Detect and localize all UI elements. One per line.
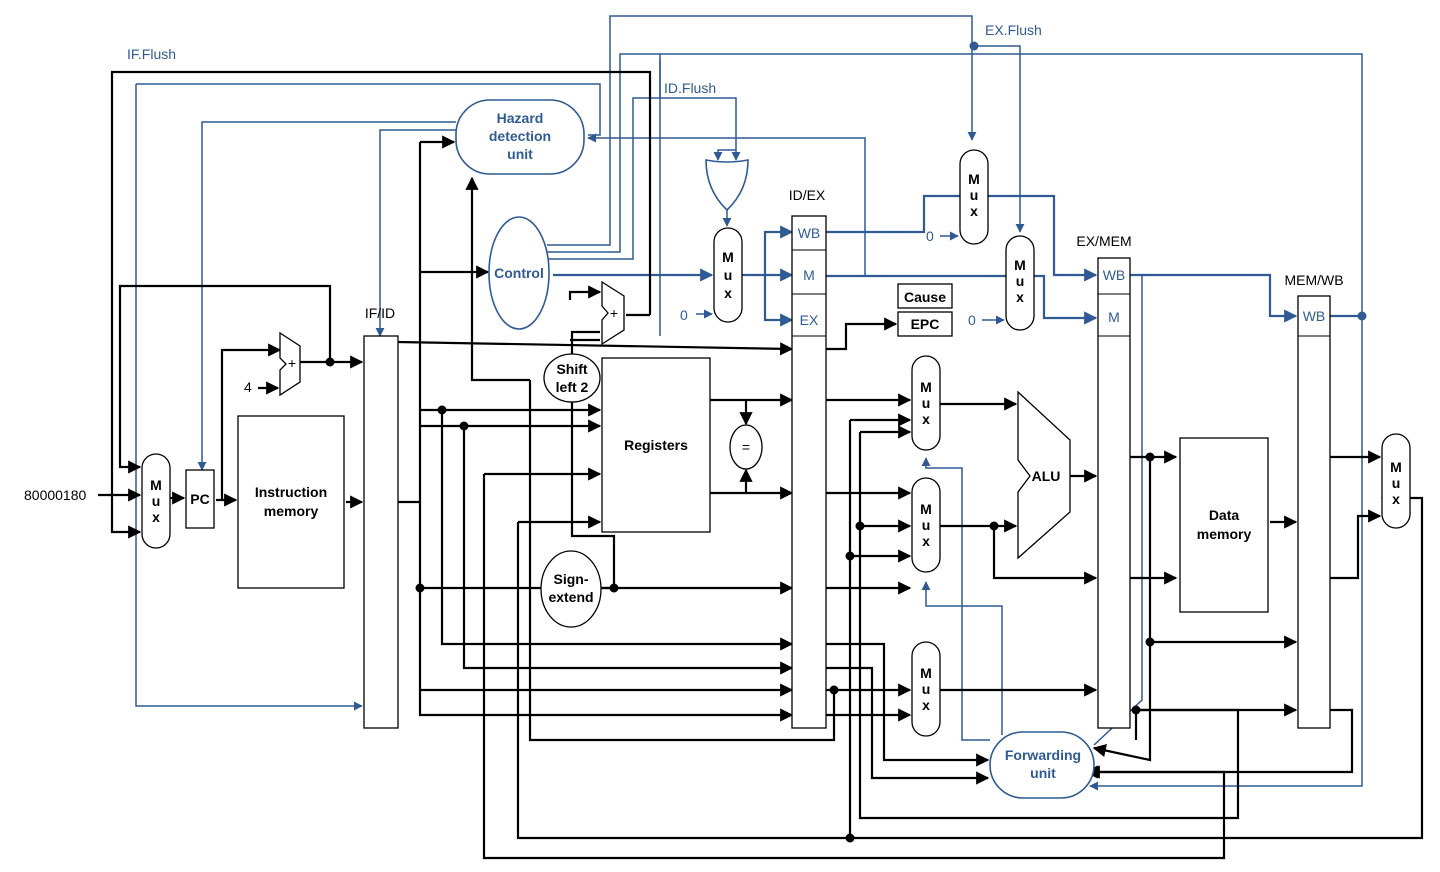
alu-mux-a: M u x — [911, 355, 941, 451]
svg-text:WB: WB — [798, 225, 821, 241]
svg-text:memory: memory — [264, 503, 319, 519]
regdst-mux: M u x — [911, 641, 941, 737]
svg-text:Shift: Shift — [556, 361, 587, 377]
zero-label-id: 0 — [680, 307, 688, 323]
svg-text:Hazard: Hazard — [497, 110, 544, 126]
svg-text:x: x — [922, 411, 930, 427]
svg-text:u: u — [970, 187, 979, 203]
svg-text:M: M — [722, 249, 734, 265]
register-file: Registers — [601, 357, 711, 533]
svg-text:x: x — [922, 533, 930, 549]
svg-text:Registers: Registers — [624, 437, 688, 453]
instruction-memory: Instruction memory — [237, 415, 345, 589]
alu: ALU — [1017, 390, 1071, 560]
svg-text:EX/MEM: EX/MEM — [1076, 233, 1131, 249]
svg-text:extend: extend — [548, 589, 593, 605]
shift-left-2: Shift left 2 — [543, 353, 601, 403]
pc-register: PC — [185, 469, 215, 529]
exception-address-label: 80000180 — [24, 487, 87, 503]
svg-text:x: x — [1392, 491, 1400, 507]
epc-register: EPC — [897, 311, 953, 337]
svg-text:Control: Control — [494, 265, 544, 281]
svg-text:MEM/WB: MEM/WB — [1284, 272, 1343, 288]
svg-text:x: x — [152, 509, 160, 525]
zero-label-mem: 0 — [968, 312, 976, 328]
svg-text:unit: unit — [1030, 765, 1056, 781]
svg-text:Data: Data — [1209, 507, 1240, 523]
svg-text:+: + — [610, 305, 618, 321]
data-memory: Data memory — [1179, 437, 1269, 613]
ex-mem-register: EX/MEM WB M — [1076, 233, 1132, 729]
svg-text:x: x — [1016, 289, 1024, 305]
four-label: 4 — [244, 379, 252, 395]
svg-text:left 2: left 2 — [556, 379, 589, 395]
svg-text:u: u — [152, 493, 161, 509]
svg-text:u: u — [922, 517, 931, 533]
or-gate-icon — [705, 159, 749, 212]
svg-text:M: M — [1108, 309, 1120, 325]
svg-text:=: = — [742, 439, 750, 455]
pc-mux: M u x — [141, 453, 171, 549]
ex-flush-label: EX.Flush — [985, 22, 1042, 38]
equal-comparator: = — [729, 424, 763, 470]
svg-text:u: u — [922, 395, 931, 411]
svg-text:u: u — [922, 681, 931, 697]
svg-text:Forwarding: Forwarding — [1005, 747, 1081, 763]
junction-dots — [325, 41, 1367, 843]
control-unit: Control — [488, 216, 550, 330]
svg-text:WB: WB — [1303, 308, 1326, 324]
svg-text:M: M — [1014, 257, 1026, 273]
hazard-detection-unit: Hazard detection unit — [455, 99, 585, 175]
svg-text:PC: PC — [190, 491, 209, 507]
zero-label-ex: 0 — [926, 228, 934, 244]
svg-text:WB: WB — [1103, 267, 1126, 283]
cause-register: Cause — [897, 283, 953, 309]
svg-text:Instruction: Instruction — [255, 484, 327, 500]
svg-text:memory: memory — [1197, 526, 1252, 542]
svg-text:M: M — [803, 267, 815, 283]
pc-adder: + — [279, 331, 301, 397]
svg-text:M: M — [1390, 459, 1402, 475]
svg-text:x: x — [724, 285, 732, 301]
svg-text:IF/ID: IF/ID — [365, 305, 395, 321]
sign-extend: Sign- extend — [540, 550, 602, 628]
svg-text:ALU: ALU — [1032, 468, 1061, 484]
svg-text:M: M — [920, 665, 932, 681]
writeback-mux: M u x — [1381, 433, 1411, 529]
svg-text:M: M — [920, 501, 932, 517]
datapath-wires — [98, 70, 1424, 860]
svg-text:+: + — [288, 355, 296, 371]
id-flush-label: ID.Flush — [664, 80, 716, 96]
control-wires — [135, 15, 1363, 791]
svg-text:Sign-: Sign- — [554, 571, 589, 587]
alu-mux-b: M u x — [911, 477, 941, 573]
signal-labels: IF.Flush ID.Flush EX.Flush 0 0 0 4 80000… — [24, 22, 1042, 503]
branch-adder: + — [601, 280, 625, 346]
svg-text:M: M — [150, 477, 162, 493]
svg-text:detection: detection — [489, 128, 551, 144]
svg-text:unit: unit — [507, 146, 533, 162]
mem-wb-register: MEM/WB WB — [1284, 272, 1344, 729]
svg-text:ID/EX: ID/EX — [789, 187, 826, 203]
ex-flush-mux: M u x — [959, 149, 989, 245]
mem-flush-mux: M u x — [1005, 235, 1035, 331]
if-flush-label: IF.Flush — [127, 46, 176, 62]
svg-text:M: M — [968, 171, 980, 187]
control-mux: M u x — [713, 227, 743, 323]
svg-text:x: x — [970, 203, 978, 219]
forwarding-unit: Forwarding unit — [989, 731, 1095, 799]
svg-text:EPC: EPC — [911, 316, 940, 332]
svg-text:x: x — [922, 697, 930, 713]
svg-text:EX: EX — [800, 312, 819, 328]
svg-text:M: M — [920, 379, 932, 395]
svg-text:u: u — [1016, 273, 1025, 289]
id-ex-register: ID/EX WB M EX — [789, 187, 827, 729]
if-id-register: IF/ID — [363, 305, 399, 729]
svg-text:u: u — [1392, 475, 1401, 491]
svg-text:Cause: Cause — [904, 289, 946, 305]
svg-text:u: u — [724, 267, 733, 283]
